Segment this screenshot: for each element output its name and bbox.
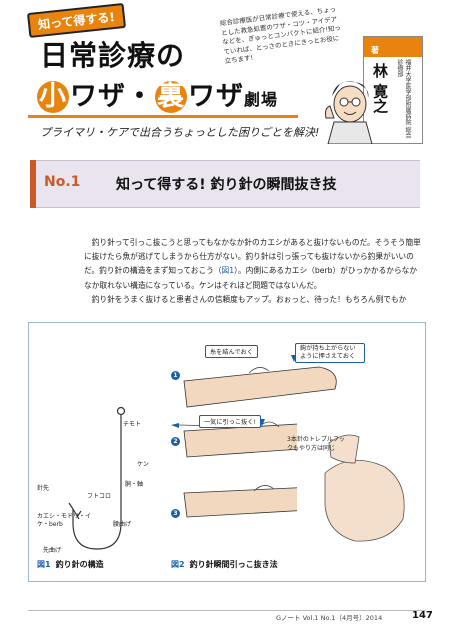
banner-accent (30, 160, 36, 208)
paragraph-1: 釣り針って引っこ抜こうと思ってもなかなか針のカエシがあると抜けないものだ。そうそ… (84, 236, 424, 293)
paragraph-1-a: 釣り針って引っこ抜こうと思ってもなかなか針のカエシがあると抜けないものだ。そうそ… (84, 238, 421, 276)
figure-2-title: 釣り針瞬間引っこ抜き法 (189, 560, 278, 569)
paragraph-2: 釣り針をうまく抜けると患者さんの信頼度もアップ。おぉっと、待った！もちろん例でも… (91, 294, 407, 304)
label-jiku: 胴・軸 (125, 481, 144, 488)
label-saki-mage: 先曲げ (43, 547, 62, 554)
article-number: No.1 (44, 174, 81, 190)
title-gekijo: 劇場 (244, 90, 279, 109)
author-box: 著 林 寛之 福井大学医学部附属病院 総合診療部 (363, 36, 423, 144)
author-name: 林 寛之 (371, 63, 389, 114)
step-3-badge: 3 (171, 509, 180, 518)
hook-diagram (68, 406, 126, 550)
figure-2-number: 図2 (171, 560, 185, 569)
paragraph-1-b: ）。内側にあるカエシ（berb）がひっかかるからなかなか取れない構造になっている… (84, 266, 418, 290)
body-text: 釣り針って引っこ抜こうと思ってもなかなか針のカエシがあると抜けないものだ。そうそ… (84, 236, 424, 307)
figure-2-caption: 図2 釣り針瞬間引っこ抜き法 (171, 559, 278, 570)
title-waza2: ワザ (188, 81, 244, 112)
step-1-badge: 1 (171, 371, 180, 380)
article-title: 知って得する! 釣り針の瞬間抜き技 (116, 177, 337, 193)
figure-illustration (68, 355, 415, 550)
label-hasaki: 針先 (37, 485, 50, 492)
header-subtitle: プライマリ・ケアで出合うちょっとした困りごとを解決! (40, 126, 320, 139)
title-circle-small: 小 (37, 81, 69, 113)
title-circle-ura: 裏 (155, 81, 187, 113)
title-line1: 日常診療の (40, 39, 186, 72)
label-chimoto: チモト (123, 421, 142, 428)
figure-1-caption: 図1 釣り針の構造 (37, 559, 104, 570)
label-ken: ケン (137, 461, 149, 468)
footer-rule (28, 610, 426, 611)
page-number: 147 (412, 610, 433, 621)
figure-ref[interactable]: 図1 (221, 266, 235, 276)
author-role: 福井大学医学部附属病院 総合診療部 (396, 59, 411, 139)
figure-1-number: 図1 (37, 560, 51, 569)
figure-frame: チモト ケン 胴・軸 針先 フトコロ カエシ・モドリ・イケ・berb 腰曲げ 先… (28, 322, 426, 582)
author-caricature-icon (325, 81, 373, 144)
callout-pull: 一気に引っこ抜く! (199, 415, 261, 428)
callout-tie-thread: 糸を結んでおく (205, 345, 259, 358)
header-blurb: 総合診療医が日常診療で使える、ちょっとした救急処置のワザ・コツ・アイデアなどを、… (219, 5, 342, 66)
figure-1-title: 釣り針の構造 (55, 560, 104, 569)
title-waza1: ワザ・ (70, 81, 154, 112)
author-cap (364, 37, 422, 57)
author-tag: 著 (371, 46, 379, 55)
callout-hold-down: 鉤が持ち上がらないように押さえておく (295, 343, 365, 363)
label-futokoro: フトコロ (87, 493, 112, 500)
callout-treble: 3本針のトレブルフックもやり方は同じ (287, 436, 345, 452)
title-line2: 小ワザ・裏ワザ劇場 (36, 74, 278, 113)
step-2-badge: 2 (171, 437, 180, 446)
footer-journal: Gノート Vol.1 No.1（4月号）2014 (276, 614, 383, 622)
article-banner (30, 160, 420, 208)
label-ibukure: 腰曲げ (113, 521, 132, 528)
hand-photo (297, 415, 415, 547)
header: 知って得する! 日常診療の 小ワザ・裏ワザ劇場 プライマリ・ケアで出合うちょっと… (0, 0, 453, 152)
header-rule (28, 115, 298, 118)
header-tag: 知って得する! (26, 3, 126, 38)
label-kaeshi: カエシ・モドリ・イケ・berb (37, 513, 92, 528)
